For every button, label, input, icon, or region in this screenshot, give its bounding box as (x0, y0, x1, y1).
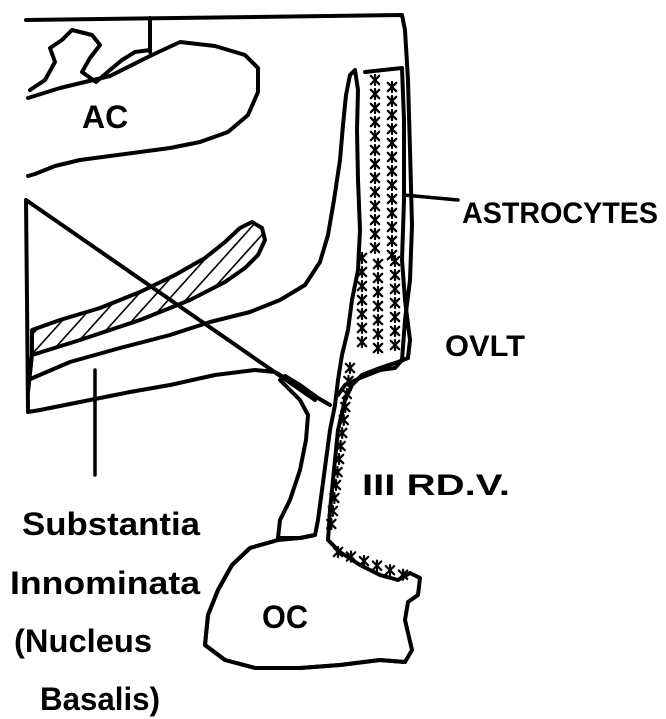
substantia-label-line2: Innominata (10, 565, 200, 601)
astrocyte-cell-mark (346, 363, 354, 373)
astrocyte-cell-mark (388, 110, 396, 120)
astrocyte-cell-mark (374, 329, 382, 339)
astrocyte-cell-mark (371, 117, 379, 127)
astrocyte-cell-mark (391, 298, 399, 308)
oc-label: OC (262, 599, 308, 635)
astrocyte-cell-mark (374, 343, 382, 353)
astrocyte-cell-mark (388, 124, 396, 134)
astrocyte-cell-mark (388, 138, 396, 148)
astrocyte-cell-mark (371, 243, 379, 253)
ovlt-label: OVLT (445, 330, 525, 363)
astrocyte-cell-mark (371, 131, 379, 141)
astrocyte-cell-mark (391, 340, 399, 350)
astrocyte-cell-mark (391, 326, 399, 336)
astrocyte-cell-mark (371, 103, 379, 113)
astrocyte-cell-mark (358, 281, 366, 291)
astrocyte-cell-mark (388, 222, 396, 232)
astrocyte-cell-mark (358, 295, 366, 305)
substantia-label-line4: Basalis) (40, 681, 160, 717)
astrocyte-cell-mark (391, 312, 399, 322)
astrocyte-cell-mark (371, 229, 379, 239)
astrocyte-cell-mark (371, 75, 379, 85)
astrocyte-cell-mark (373, 561, 381, 571)
ac-region (28, 42, 258, 176)
substantia-label-line1: Substantia (22, 506, 200, 542)
astrocyte-cell-mark (388, 96, 396, 106)
astrocyte-cell-mark (358, 309, 366, 319)
astrocyte-cell-mark (371, 89, 379, 99)
astrocyte-cell-mark (388, 82, 396, 92)
astrocyte-cell-mark (386, 565, 394, 575)
astrocyte-cell-mark (371, 173, 379, 183)
astrocyte-cell-mark (371, 145, 379, 155)
astrocyte-cell-mark (358, 323, 366, 333)
third-ventricle-label: III RD.V. (362, 469, 510, 502)
astrocyte-cell-mark (371, 187, 379, 197)
astrocyte-cell-mark (360, 556, 368, 566)
astrocyte-cell-mark (358, 337, 366, 347)
astrocyte-cell-mark (391, 284, 399, 294)
astrocyte-cell-mark (388, 152, 396, 162)
astrocyte-cell-mark (374, 315, 382, 325)
astrocyte-cell-mark (371, 159, 379, 169)
astrocyte-cell-mark (391, 270, 399, 280)
astrocyte-cell-mark (388, 166, 396, 176)
astrocyte-cell-mark (388, 236, 396, 246)
astrocyte-cell-mark (374, 287, 382, 297)
astrocyte-cell-mark (374, 273, 382, 283)
astrocyte-cell-mark (374, 301, 382, 311)
astrocyte-cell-mark (374, 259, 382, 269)
astrocyte-cell-mark (388, 194, 396, 204)
astrocytes-label: ASTROCYTES (462, 197, 658, 230)
astrocyte-cell-mark (371, 201, 379, 211)
astrocyte-cell-mark (371, 215, 379, 225)
inner-boundary (28, 70, 360, 538)
astrocyte-cell-mark (388, 208, 396, 218)
astrocyte-cell-mark (388, 180, 396, 190)
substantia-innominata-band (32, 222, 265, 355)
substantia-label-line3: (Nucleus (14, 623, 152, 659)
ac-label: AC (82, 99, 128, 135)
